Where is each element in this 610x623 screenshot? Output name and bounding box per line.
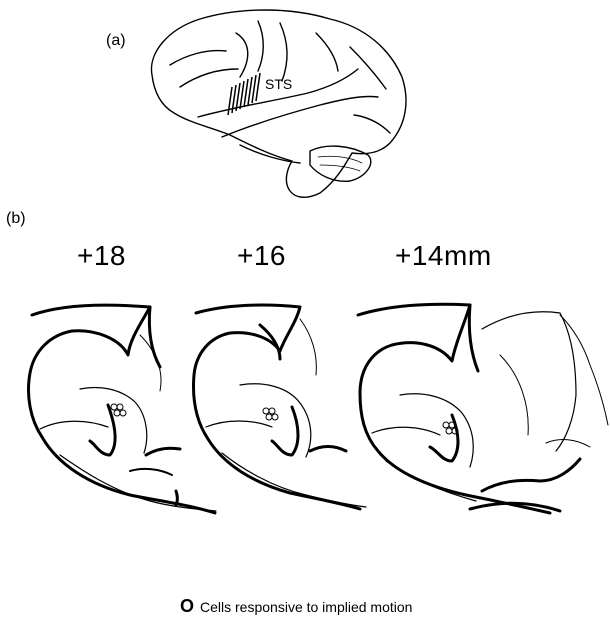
- legend: O Cells responsive to implied motion: [180, 596, 412, 617]
- sts-label: STS: [265, 76, 292, 92]
- section-label-1: +18: [77, 240, 126, 272]
- central-sulcus: [236, 33, 248, 77]
- cerebellum: [310, 146, 371, 181]
- coronal-sections: [0, 295, 610, 595]
- frontal-sulcus: [170, 51, 226, 65]
- panel-b-label: (b): [6, 210, 26, 228]
- section-3-drawing: [358, 304, 608, 513]
- cell-cluster-1: [111, 404, 126, 416]
- section-label-3: +14mm: [395, 240, 492, 272]
- legend-text: Cells responsive to implied motion: [200, 599, 412, 615]
- superior-temporal-sulcus: [222, 96, 378, 137]
- recording-tracks: [228, 73, 260, 115]
- legend-symbol: O: [180, 596, 194, 617]
- panel-a-label: (a): [106, 32, 126, 50]
- section-2-drawing: [194, 305, 366, 509]
- brain-lateral-view: [140, 5, 420, 205]
- section-label-2: +16: [237, 240, 286, 272]
- cell-cluster-2: [263, 408, 278, 420]
